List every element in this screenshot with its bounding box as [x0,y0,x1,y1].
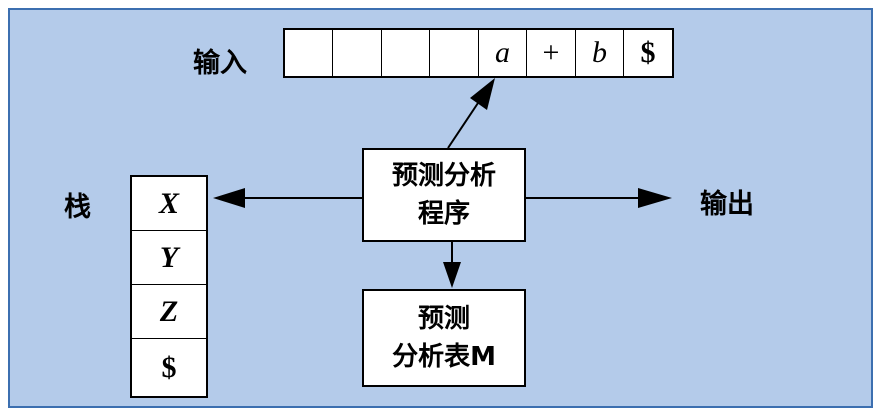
arrowhead-to-output [638,188,672,208]
stack-cell: Y [132,231,206,285]
input-label: 输入 [193,48,247,79]
input-tape-cell [430,30,479,76]
stack: X Y Z $ [130,175,208,398]
input-tape-cell: + [527,30,576,76]
arrowhead-to-stack [213,188,245,208]
input-tape-cell: $ [640,36,656,69]
input-tape-cell [285,30,333,76]
program-box: 预测分析 程序 [362,148,526,242]
table-box-line1: 预测 [417,304,470,334]
input-tape-cell [382,30,430,76]
output-label: 输出 [700,189,754,220]
arrowhead-to-input [470,78,495,110]
stack-cell: X [132,177,206,231]
input-tape: a + b $ [283,28,674,78]
input-tape-cell: a [479,30,527,76]
stack-label: 栈 [64,192,91,223]
input-tape-cell: b [576,30,624,76]
arrowhead-to-table [443,262,461,288]
program-box-line1: 预测分析 [391,161,496,191]
input-tape-cell [333,30,382,76]
table-box-line2: 分析表M [392,342,496,372]
program-box-line2: 程序 [417,199,470,229]
arrow-to-input [447,99,481,149]
stack-cell: $ [161,350,177,384]
table-box: 预测 分析表M [362,289,526,387]
stack-cell: Z [132,285,206,339]
